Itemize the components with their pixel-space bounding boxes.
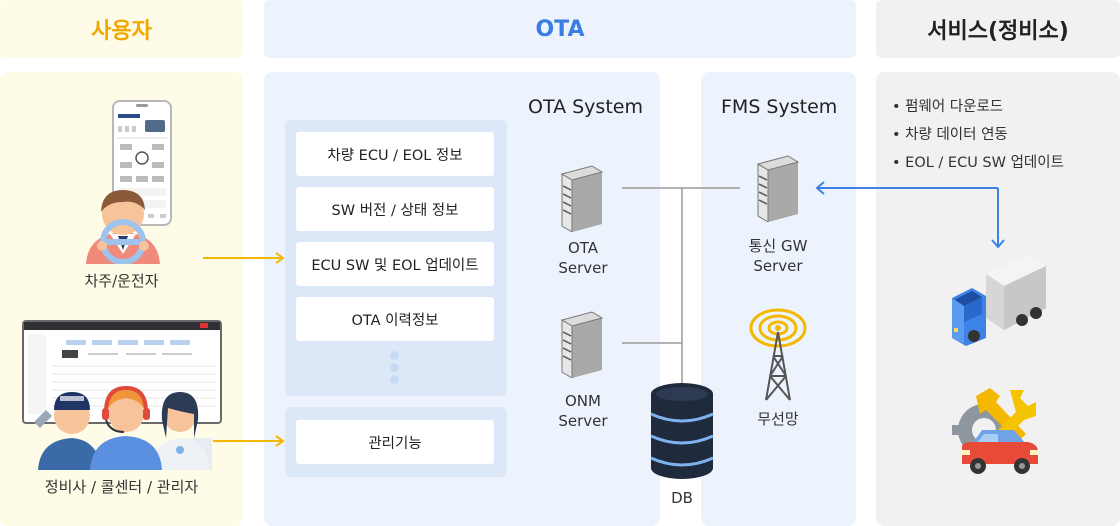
antenna-icon (748, 306, 808, 402)
service-item-eol-ecu-sw-update: • EOL / ECU SW 업데이트 (892, 155, 1064, 171)
gw-server-icon (752, 154, 804, 223)
driver-icon (80, 184, 166, 265)
more-dot (390, 351, 399, 360)
wireless-label: 무선망 (757, 410, 799, 428)
staff-group-icon (32, 384, 212, 470)
management-item: 관리기능 (296, 420, 494, 464)
truck-icon (948, 252, 1048, 346)
fms-panel (701, 72, 856, 526)
db-label: DB (671, 489, 693, 507)
fms-system-title: FMS System (721, 96, 838, 118)
service-item-firmware-download: • 펌웨어 다운로드 (892, 99, 1004, 115)
header-ota: OTA (264, 0, 856, 58)
onm-server-icon (556, 310, 608, 379)
ota-system-title: OTA System (528, 96, 643, 118)
more-dot (390, 363, 399, 372)
ota-server-icon (556, 164, 608, 233)
database-icon (650, 382, 714, 480)
ota-item-ecu-sw-eol-update: ECU SW 및 EOL 업데이트 (296, 242, 494, 286)
owner-label: 차주/운전자 (84, 272, 159, 290)
ota-item-ota-history: OTA 이력정보 (296, 297, 494, 341)
ota-item-ecu-eol-info: 차량 ECU / EOL 정보 (296, 132, 494, 176)
header-service: 서비스(정비소) (876, 0, 1120, 58)
more-dot (390, 375, 399, 384)
service-item-vehicle-data-link: • 차량 데이터 연동 (892, 127, 1008, 143)
header-user: 사용자 (0, 0, 243, 58)
ota-item-sw-version-status: SW 버전 / 상태 정보 (296, 187, 494, 231)
car-repair-icon (950, 386, 1042, 476)
staff-label: 정비사 / 콜센터 / 관리자 (44, 478, 199, 496)
